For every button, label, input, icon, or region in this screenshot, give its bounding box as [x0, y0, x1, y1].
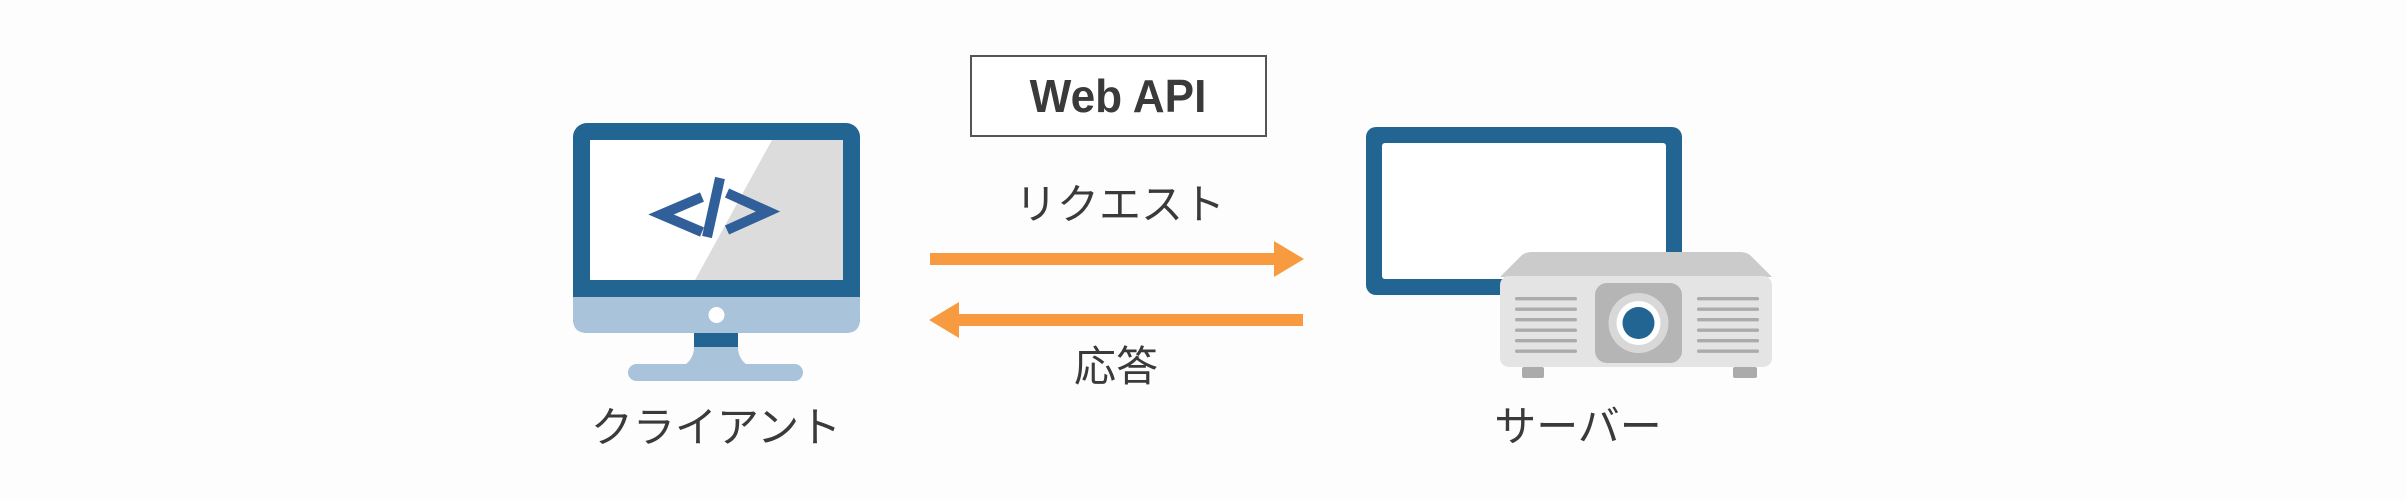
- server-screen: [1382, 143, 1666, 279]
- code-brackets-icon: [648, 176, 781, 239]
- client-computer-icon: [573, 123, 860, 381]
- request-label: リクエスト: [1014, 181, 1226, 228]
- client-label: クライアント: [590, 404, 842, 451]
- request-arrowhead-icon: [1274, 241, 1304, 277]
- response-label: 応答: [1073, 343, 1159, 390]
- response-arrow: [958, 314, 1303, 326]
- response-arrowhead-icon: [929, 302, 959, 338]
- web-api-label: Web API: [1030, 70, 1207, 122]
- monitor-stand-base: [628, 364, 803, 381]
- projector-foot-left: [1522, 367, 1544, 378]
- projector-vents-left: [1515, 297, 1577, 353]
- server-icon: [1366, 127, 1772, 378]
- monitor-camera-dot: [708, 307, 725, 323]
- server-label: サーバー: [1494, 403, 1662, 450]
- projector-vents-right: [1697, 297, 1759, 353]
- projector-lens-icon: [1622, 307, 1655, 339]
- web-api-label-box: Web API: [970, 55, 1267, 137]
- monitor-stand-neck: [694, 333, 738, 347]
- projector-top: [1500, 252, 1772, 277]
- projector-foot-right: [1733, 367, 1757, 378]
- projector-device: [1500, 252, 1772, 378]
- request-arrow: [930, 253, 1275, 265]
